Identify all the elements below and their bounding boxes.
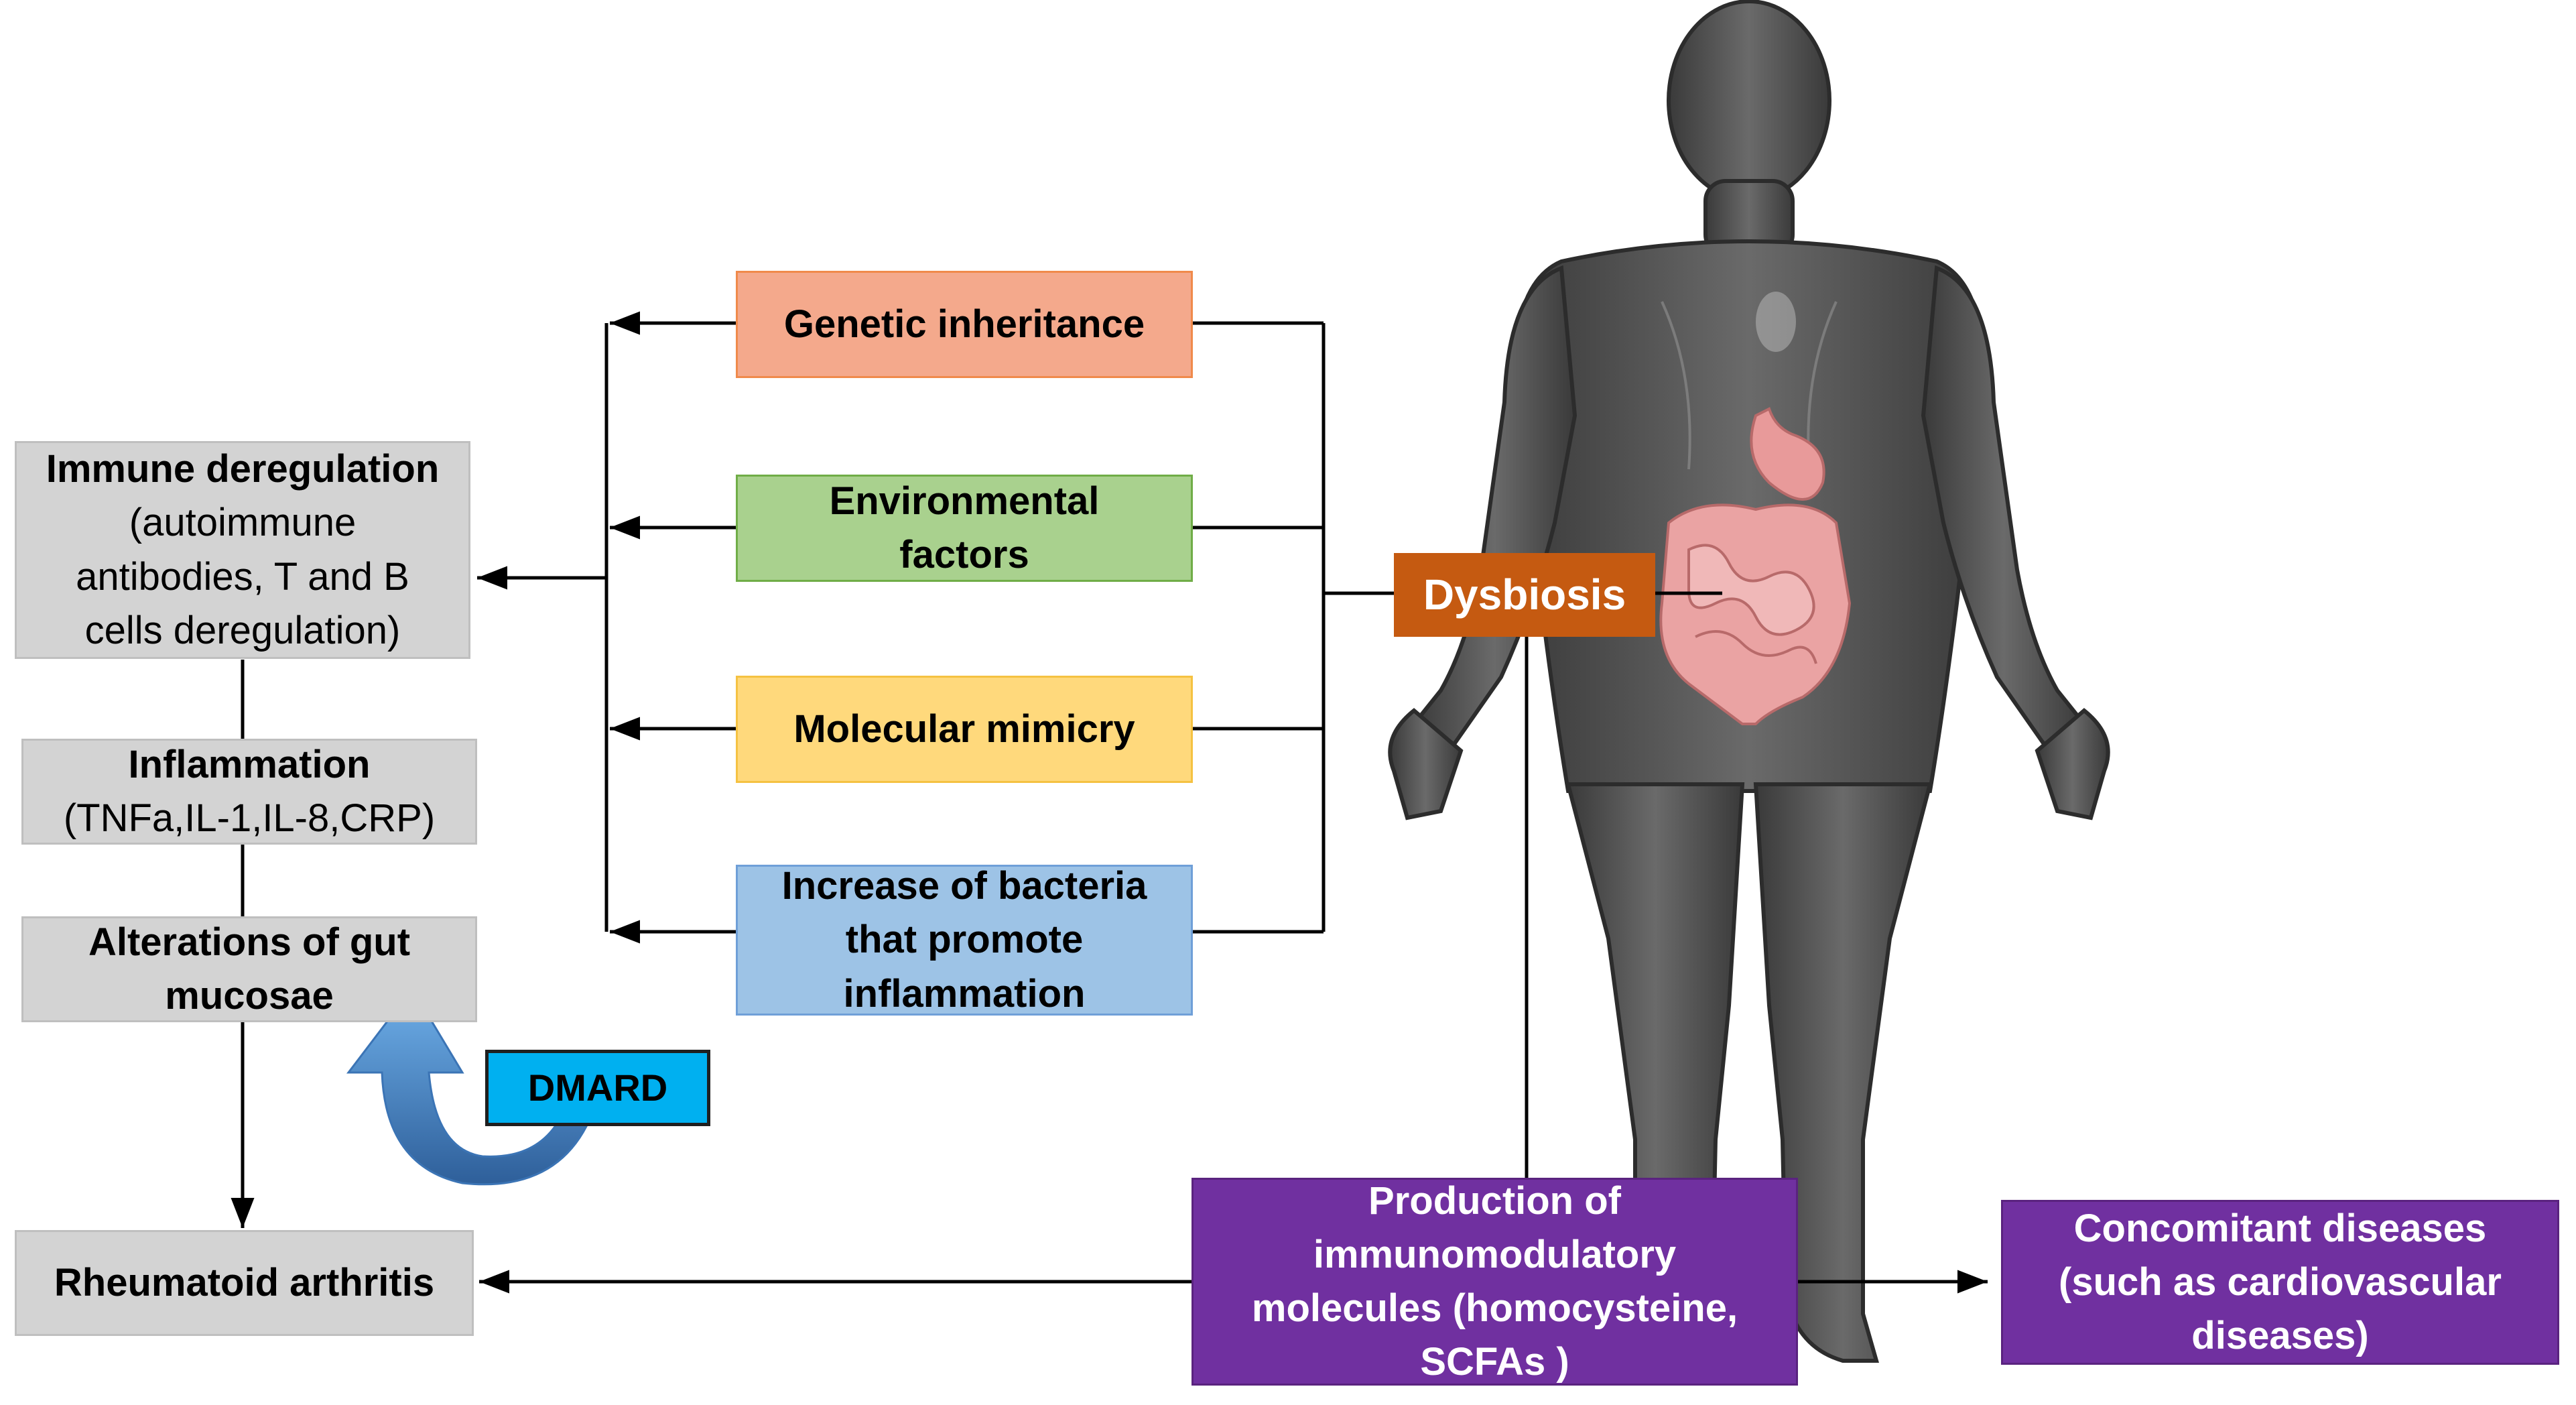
immune-deregulation-line-1: (autoimmune xyxy=(129,501,357,545)
genetic-inheritance-label: Genetic inheritance xyxy=(783,302,1145,346)
concomitant-diseases-box: Concomitant diseases (such as cardiovasc… xyxy=(2001,1200,2559,1365)
production-line-3: molecules (homocysteine, xyxy=(1251,1286,1738,1330)
gut-mucosae-line-1: Alterations of gut xyxy=(88,920,411,964)
bacteria-increase-line-1: Increase of bacteria xyxy=(781,864,1147,908)
molecular-mimicry-box: Molecular mimicry xyxy=(736,676,1193,783)
genetic-inheritance-box: Genetic inheritance xyxy=(736,271,1193,378)
concomitant-line-2: (such as cardiovascular xyxy=(2059,1260,2502,1304)
bacteria-increase-line-2: that promote xyxy=(845,918,1084,962)
dmard-label: DMARD xyxy=(527,1066,668,1109)
dysbiosis-label: Dysbiosis xyxy=(1423,570,1626,619)
inflammation-box: Inflammation (TNFa,IL-1,IL-8,CRP) xyxy=(21,739,477,845)
production-line-4: SCFAs ) xyxy=(1420,1340,1569,1384)
concomitant-line-3: diseases) xyxy=(2191,1314,2369,1358)
concomitant-line-1: Concomitant diseases xyxy=(2073,1206,2487,1250)
environmental-factors-line-1: Environmental xyxy=(829,479,1100,523)
gut-mucosae-line-2: mucosae xyxy=(165,974,334,1018)
intestine-icon xyxy=(1659,503,1852,725)
environmental-factors-box: Environmental factors xyxy=(736,475,1193,582)
environmental-factors-line-2: factors xyxy=(899,533,1029,576)
immunomodulatory-production-box: Production of immunomodulatory molecules… xyxy=(1192,1178,1798,1386)
bacteria-increase-box: Increase of bacteria that promote inflam… xyxy=(736,864,1193,1016)
dysbiosis-box: Dysbiosis xyxy=(1394,553,1655,637)
molecular-mimicry-label: Molecular mimicry xyxy=(793,707,1135,751)
inflammation-markers: (TNFa,IL-1,IL-8,CRP) xyxy=(63,796,436,840)
immune-deregulation-box: Immune deregulation (autoimmune antibodi… xyxy=(15,441,470,659)
immune-deregulation-title: Immune deregulation xyxy=(46,447,440,491)
production-line-2: immunomodulatory xyxy=(1313,1232,1677,1276)
rheumatoid-arthritis-box: Rheumatoid arthritis xyxy=(15,1230,474,1336)
curved-arrow-icon xyxy=(346,987,592,1186)
dmard-box: DMARD xyxy=(485,1050,710,1126)
bacteria-increase-line-3: inflammation xyxy=(843,971,1086,1016)
rheumatoid-arthritis-label: Rheumatoid arthritis xyxy=(54,1260,435,1304)
production-line-1: Production of xyxy=(1368,1178,1621,1223)
immune-deregulation-line-3: cells deregulation) xyxy=(84,608,401,652)
stomach-icon xyxy=(1750,407,1825,501)
gut-mucosae-box: Alterations of gut mucosae xyxy=(21,916,477,1022)
inflammation-title: Inflammation xyxy=(128,742,371,786)
immune-deregulation-line-2: antibodies, T and B xyxy=(76,554,409,599)
